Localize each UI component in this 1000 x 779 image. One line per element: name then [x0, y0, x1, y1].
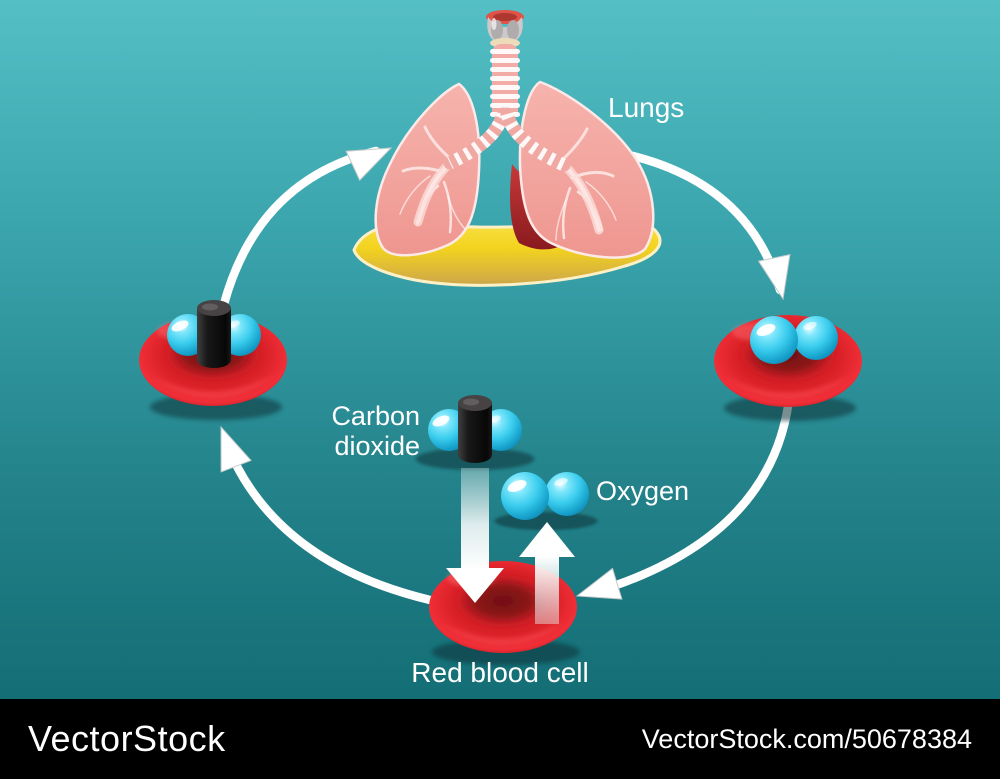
- circulation-cycle-arrows: [205, 132, 800, 612]
- vectorstock-logo: VectorStock: [28, 718, 226, 759]
- free-co2-molecule-group: [416, 395, 535, 470]
- right-lung: [518, 80, 655, 259]
- red-blood-cell-label: Red blood cell: [411, 657, 589, 688]
- red-blood-cell-left-group: [139, 300, 287, 420]
- arrow-lungs-to-cell-right: [615, 148, 800, 303]
- lungs-illustration: [352, 10, 662, 287]
- main-bronchi: [443, 107, 571, 172]
- larynx: [486, 10, 524, 48]
- carbon-dioxide-label: Carbon dioxide: [331, 401, 420, 461]
- watermark-bar: VectorStock VectorStock.com/50678384: [0, 699, 1000, 779]
- lungs-label: Lungs: [608, 92, 685, 123]
- arrow-tissue-to-cell-left: [205, 420, 435, 605]
- red-blood-cell-right-group: [714, 315, 862, 421]
- oxygen-label: Oxygen: [596, 476, 690, 506]
- trachea: [443, 44, 571, 172]
- arrow-cell-to-lungs-left: [219, 132, 399, 309]
- vectorstock-credit-url: VectorStock.com/50678384: [641, 723, 972, 754]
- free-o2-molecule-group: [495, 472, 598, 530]
- gas-exchange-diagram: [0, 10, 1000, 699]
- co2-down-arrow: [446, 468, 504, 603]
- o2-up-arrow: [519, 522, 575, 624]
- arrow-cell-to-tissue-right: [571, 395, 794, 612]
